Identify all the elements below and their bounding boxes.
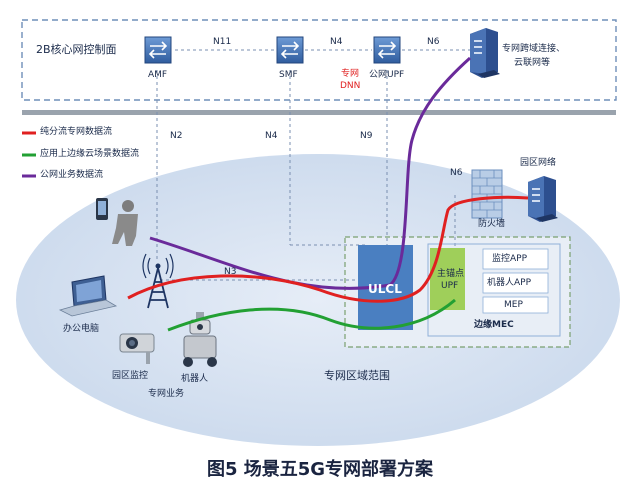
ulcl-label: ULCL: [368, 282, 402, 296]
public-upf-switch-icon: [373, 36, 401, 64]
office-pc-label: 办公电脑: [63, 324, 100, 334]
camera-label: 园区监控: [112, 371, 149, 381]
n4-label: N4: [265, 131, 278, 141]
legend-label-purple: 公网业务数据流: [40, 170, 104, 180]
internet-server-icon: [470, 28, 500, 78]
edge-mec-label: 边缘MEC: [474, 320, 514, 330]
n6-top-label: N6: [427, 37, 440, 47]
firewall-label: 防火墙: [478, 219, 506, 229]
internet-server-label-line1: 专网跨域连接、: [502, 44, 566, 54]
smf-switch-icon: [276, 36, 304, 64]
n9-label: N9: [360, 131, 373, 141]
mec-app-box-1: [482, 248, 549, 270]
legend-label-red: 纯分流专网数据流: [40, 127, 113, 137]
purple-flow-line: [149, 56, 472, 290]
internet-server-label-line2: 云联网等: [514, 58, 551, 68]
control-plane-title: 2B核心网控制面: [36, 43, 117, 56]
control-plane-box: [21, 19, 617, 101]
smf-label: SMF: [279, 70, 298, 80]
red-flow-line: [127, 195, 529, 303]
green-flow-line: [167, 298, 456, 332]
figure-caption: 图5 场景五5G专网部署方案: [206, 459, 434, 480]
robot-label: 机器人: [181, 374, 209, 384]
mec-app-label-1: 监控APP: [492, 254, 528, 264]
laptop-icon: [58, 275, 118, 317]
n2-label: N2: [170, 131, 183, 141]
mec-app-box-3: [482, 296, 549, 314]
mobile-user-icon: [96, 198, 138, 246]
mec-app-box-2: [482, 272, 549, 294]
mec-app-label-2: 机器人APP: [487, 278, 532, 288]
anchor-upf-label-line1: 主锚点: [437, 269, 465, 279]
dnn-tag-line2: DNN: [340, 81, 361, 91]
n3-label: N3: [224, 267, 237, 277]
control-plane-separator: [22, 110, 616, 115]
mec-panel: [427, 243, 561, 337]
n6-label: N6: [450, 168, 463, 178]
firewall-icon: [471, 169, 503, 219]
private-region-label: 专网区域范围: [324, 369, 390, 382]
campus-server-icon: [528, 176, 558, 222]
anchor-upf-label-line2: UPF: [441, 281, 459, 291]
base-station-icon: [142, 253, 174, 309]
anchor-upf-box: [430, 248, 465, 310]
campus-ellipse: [16, 154, 620, 446]
camera-icon: [119, 333, 155, 364]
n11-label: N11: [213, 37, 232, 47]
public-upf-label: 公网UPF: [369, 70, 405, 80]
n4-top-label: N4: [330, 37, 343, 47]
private-service-label: 专网业务: [148, 389, 185, 399]
amf-switch-icon: [144, 36, 172, 64]
mec-app-label-3: MEP: [504, 300, 523, 310]
robot-icon: [183, 312, 217, 367]
dnn-tag-line1: 专网: [341, 69, 360, 79]
campus-network-label: 园区网络: [520, 158, 557, 168]
legend-label-green: 应用上边缘云场景数据流: [40, 149, 140, 159]
amf-label: AMF: [148, 70, 168, 80]
